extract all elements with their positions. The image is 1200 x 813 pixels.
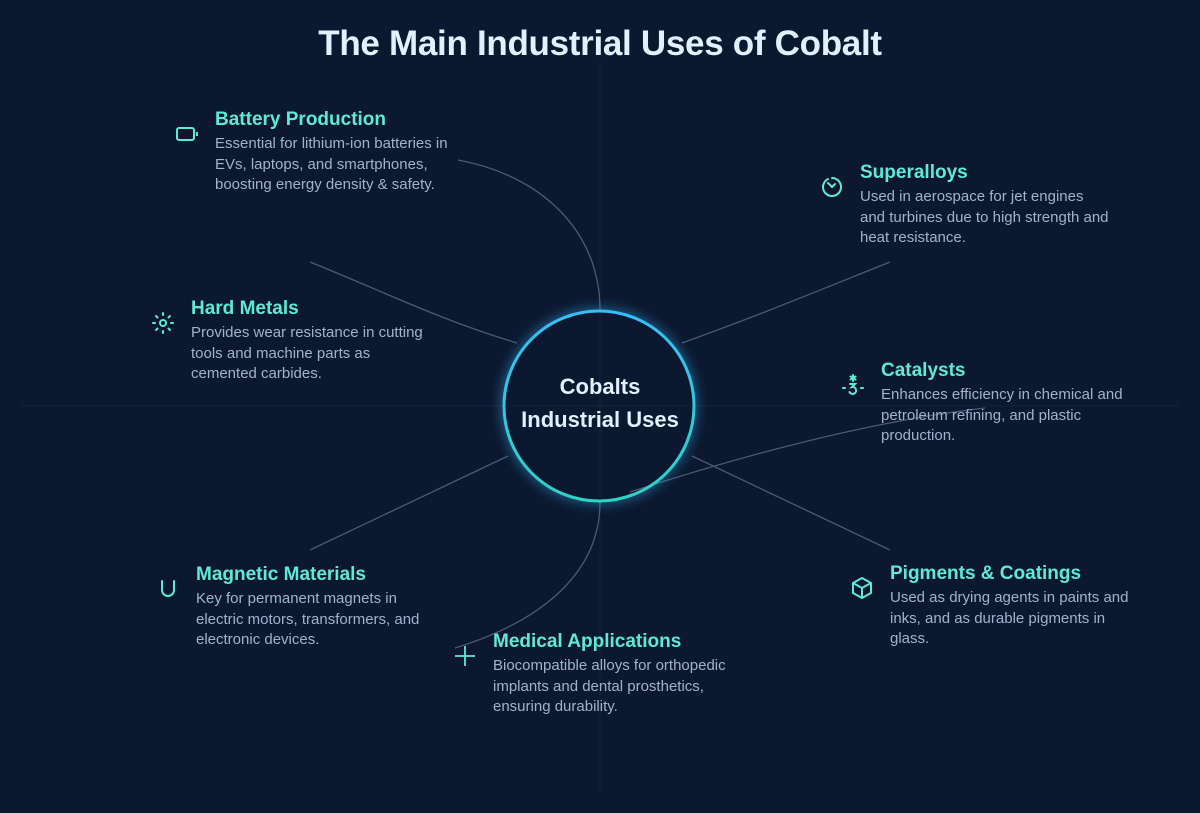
node-description: Enhances efficiency in chemical and petr…: [881, 386, 1123, 444]
node-description: Used as drying agents in paints and inks…: [890, 589, 1129, 647]
page-title: The Main Industrial Uses of Cobalt: [318, 24, 882, 63]
catalyst-icon: [842, 374, 864, 395]
node-title: Medical Applications: [493, 631, 682, 652]
connector-catalysts: [629, 407, 986, 493]
node-superalloys: Superalloys Used in aerospace for jet en…: [822, 161, 1110, 249]
connector-magnetic: [309, 455, 509, 551]
node-description: Biocompatible alloys for orthopedic impl…: [493, 657, 726, 715]
node-description: Used in aerospace for jet engines and tu…: [860, 188, 1109, 246]
node-title: Magnetic Materials: [196, 564, 366, 585]
node-battery-production: Battery Production Essential for lithium…: [176, 108, 470, 196]
node-medical-applications: Medical Applications Biocompatible alloy…: [455, 630, 758, 718]
cube-icon: [852, 577, 872, 599]
battery-icon: [176, 127, 198, 141]
connector-superalloys: [681, 261, 891, 344]
hub-ring: [502, 309, 696, 503]
gauge-icon: [822, 177, 842, 197]
node-catalysts: Catalysts Enhances efficiency in chemica…: [842, 359, 1131, 447]
connector-hard-metals: [309, 261, 518, 344]
node-pigments-coatings: Pigments & Coatings Used as drying agent…: [852, 562, 1130, 650]
node-description: Key for permanent magnets in electric mo…: [196, 590, 420, 648]
plus-icon: [455, 646, 475, 666]
hub-label-line1: Cobalts: [559, 374, 641, 399]
connector-medical: [454, 501, 601, 649]
node-description: Provides wear resistance in cutting tool…: [191, 324, 423, 382]
node-title: Hard Metals: [191, 298, 299, 319]
node-title: Battery Production: [215, 109, 387, 130]
node-description: Essential for lithium-ion batteries in E…: [215, 135, 448, 193]
node-title: Superalloys: [860, 162, 968, 183]
node-hard-metals: Hard Metals Provides wear resistance in …: [152, 297, 436, 385]
node-title: Pigments & Coatings: [890, 563, 1082, 584]
connector-pigments: [691, 455, 891, 551]
sun-icon: [152, 312, 174, 334]
connector-battery: [457, 159, 601, 311]
node-magnetic-materials: Magnetic Materials Key for permanent mag…: [161, 563, 431, 651]
hub-label: Cobalts Industrial Uses: [503, 370, 697, 436]
node-title: Catalysts: [881, 360, 966, 381]
magnet-icon: [161, 580, 175, 597]
hub-label-line2: Industrial Uses: [521, 407, 679, 432]
